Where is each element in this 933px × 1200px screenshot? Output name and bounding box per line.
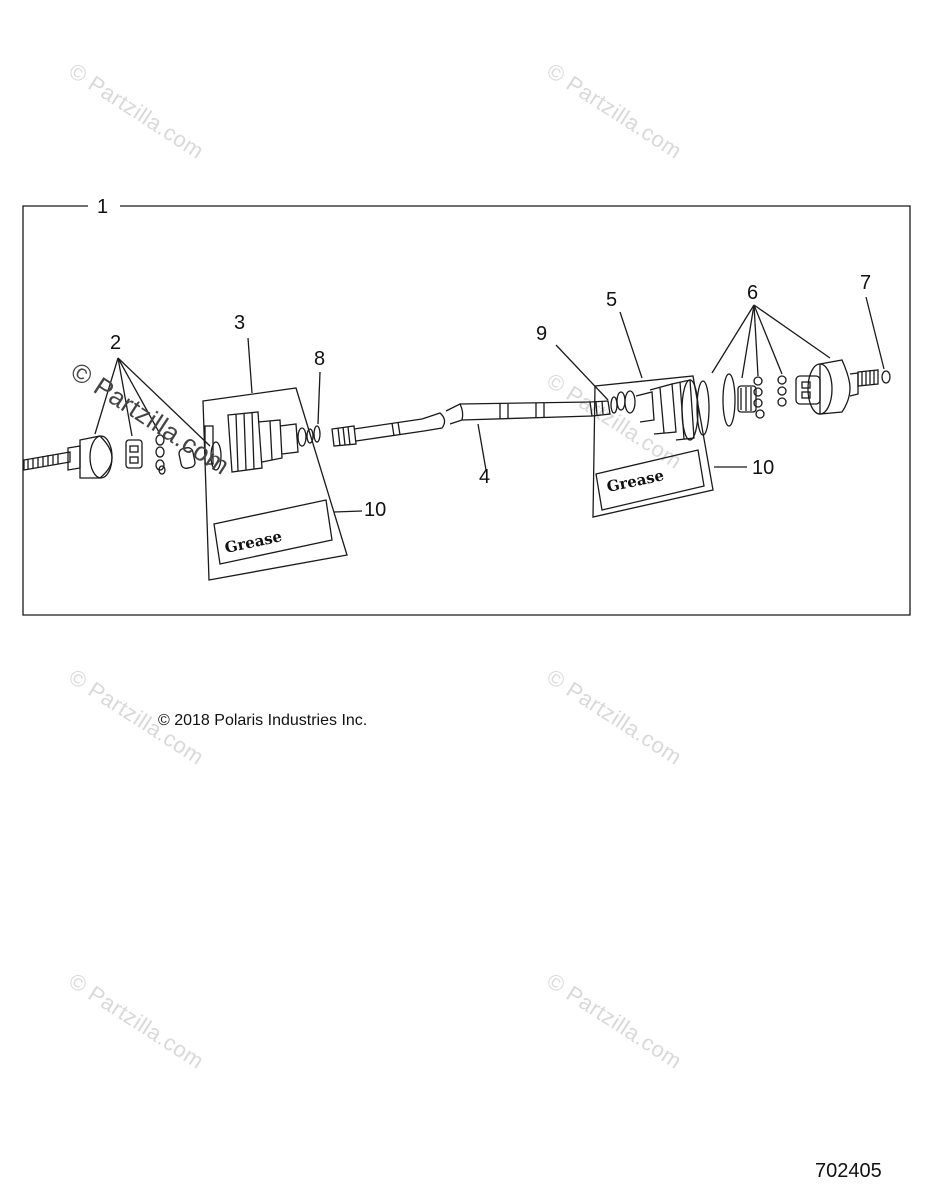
boot-inner	[227, 411, 314, 473]
callout-1: 1	[97, 196, 109, 218]
callout-4: 4	[479, 466, 491, 488]
right-cv-housing	[807, 359, 879, 415]
half-shaft	[331, 400, 611, 471]
grease-inner-packet: Grease	[213, 499, 333, 565]
boot-kit-inner-box	[202, 387, 348, 581]
callout-7: 7	[860, 272, 872, 294]
callout-3: 3	[234, 312, 246, 334]
grease-label-outer: Grease	[605, 466, 665, 496]
clamp-outer	[610, 396, 618, 414]
retaining-ring	[881, 370, 891, 384]
callout-6: 6	[747, 282, 759, 304]
clamp-inner	[313, 425, 321, 443]
callout-9: 9	[536, 323, 548, 345]
callout-2: 2	[110, 332, 122, 354]
callout-6-leaders	[711, 304, 831, 379]
callout-8: 8	[314, 348, 326, 370]
boot-kit-outer-box	[592, 375, 714, 518]
assembly-frame	[22, 205, 911, 616]
diagram-id: 702405	[815, 1160, 882, 1182]
callout-5: 5	[606, 289, 618, 311]
callout-10-outer: 10	[752, 457, 775, 479]
callout-2-leaders	[94, 357, 211, 447]
left-joint-cage-balls	[125, 425, 222, 475]
callout-10-inner: 10	[364, 499, 387, 521]
right-joint-cage-balls	[722, 373, 821, 427]
copyright-notice: © 2018 Polaris Industries Inc.	[158, 712, 368, 729]
grease-outer-packet: Grease	[595, 449, 705, 511]
boot-outer	[616, 379, 710, 441]
left-cv-joint	[23, 435, 113, 479]
